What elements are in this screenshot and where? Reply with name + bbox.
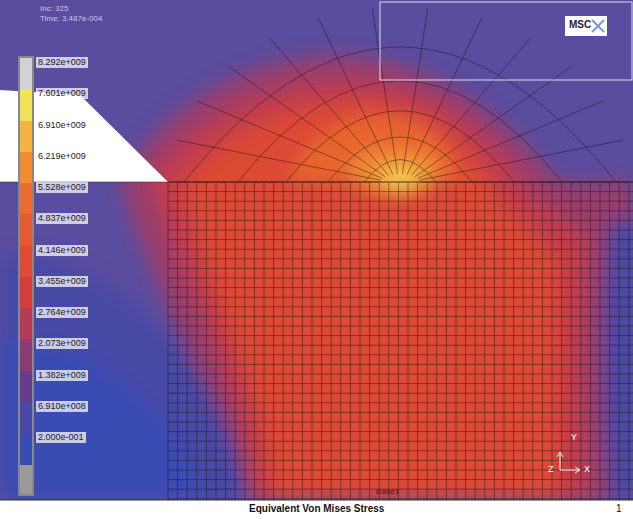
plot-label: Z bbox=[548, 464, 554, 474]
mesh-line bbox=[168, 297, 633, 298]
mesh-line bbox=[177, 140, 381, 180]
legend-value: 4.837e+009 bbox=[36, 213, 88, 224]
mesh-line bbox=[318, 18, 392, 174]
mesh-line bbox=[269, 38, 388, 175]
mesh-line bbox=[168, 422, 633, 423]
mesh-line bbox=[168, 393, 633, 394]
legend-value: 1.382e+009 bbox=[36, 370, 88, 381]
mesh-line bbox=[170, 182, 380, 183]
legend-value: 4.146e+009 bbox=[36, 245, 88, 256]
legend-swatch bbox=[20, 58, 32, 90]
legend-value: 6.910e+009 bbox=[36, 120, 88, 131]
legend-value: 7.601e+009 bbox=[36, 88, 88, 99]
mesh-line bbox=[168, 306, 633, 307]
mesh-line bbox=[238, 81, 562, 182]
mesh-line bbox=[168, 374, 633, 375]
plot-label: Inc: 325 bbox=[40, 4, 68, 13]
mesh-line bbox=[168, 220, 633, 221]
mesh-line bbox=[411, 38, 530, 175]
legend-swatch bbox=[20, 152, 32, 184]
plot-label: Time: 3.487e-004 bbox=[40, 14, 102, 23]
legend-swatch bbox=[20, 277, 32, 309]
mesh-line bbox=[168, 383, 633, 384]
mesh-line bbox=[168, 479, 633, 480]
mesh-line bbox=[168, 402, 633, 403]
mesh-line bbox=[168, 335, 633, 336]
legend-value: 2.000e-001 bbox=[36, 432, 86, 443]
legend-swatch bbox=[20, 402, 32, 434]
mesh-line bbox=[419, 140, 623, 180]
mesh-line bbox=[168, 345, 633, 346]
legend-value: 2.073e+009 bbox=[36, 338, 88, 349]
plot-label: 1 bbox=[616, 503, 622, 514]
mesh-line bbox=[168, 326, 633, 327]
legend-swatch bbox=[20, 89, 32, 121]
legend-swatch bbox=[20, 308, 32, 340]
legend-value: 8.292e+009 bbox=[36, 57, 88, 68]
plot-label: lcase1 bbox=[376, 487, 399, 496]
plot-label: Y bbox=[571, 432, 577, 442]
mesh-line bbox=[0, 182, 633, 183]
mesh-line bbox=[407, 18, 481, 174]
mesh-line bbox=[168, 201, 633, 202]
mesh-line bbox=[168, 412, 633, 413]
mesh-line bbox=[168, 230, 633, 231]
mesh-line bbox=[168, 268, 633, 269]
plot-label: Equivalent Von Mises Stress bbox=[249, 503, 384, 514]
mesh-line bbox=[372, 8, 397, 174]
mesh-line bbox=[168, 450, 633, 451]
mesh-line bbox=[168, 364, 633, 365]
legend-swatch bbox=[20, 214, 32, 246]
mesh-line bbox=[420, 182, 630, 183]
mesh-line bbox=[196, 101, 382, 179]
mesh-line bbox=[168, 258, 633, 259]
legend-swatch bbox=[20, 339, 32, 371]
mesh-line bbox=[168, 278, 633, 279]
mesh-line bbox=[168, 431, 633, 432]
mesh-line bbox=[168, 460, 633, 461]
mesh-line bbox=[168, 239, 633, 240]
mesh-line bbox=[364, 160, 436, 183]
mesh-line bbox=[168, 191, 633, 192]
legend-value: 2.764e+009 bbox=[36, 307, 88, 318]
mesh-line bbox=[168, 316, 633, 317]
mesh-line bbox=[228, 66, 385, 177]
legend-swatch bbox=[20, 433, 32, 465]
mesh-line bbox=[168, 354, 633, 355]
mesh-line bbox=[168, 498, 633, 499]
legend-value: 6.910e+008 bbox=[36, 401, 88, 412]
legend-swatch bbox=[20, 121, 32, 153]
legend-value: 3.455e+009 bbox=[36, 276, 88, 287]
mesh-line bbox=[168, 441, 633, 442]
legend-swatch bbox=[20, 371, 32, 403]
mesh-line bbox=[415, 66, 572, 177]
mesh-line bbox=[402, 8, 427, 174]
legend-swatch bbox=[20, 246, 32, 278]
legend-swatch bbox=[20, 183, 32, 215]
legend-value: 5.528e+009 bbox=[36, 182, 88, 193]
mesh-line bbox=[168, 210, 633, 211]
mesh-line bbox=[168, 249, 633, 250]
plot-label: X bbox=[584, 464, 590, 474]
mesh-line bbox=[184, 47, 616, 182]
mesh-line bbox=[168, 489, 633, 490]
mesh-line bbox=[168, 287, 633, 288]
mesh-line bbox=[286, 111, 514, 182]
plot-label: MSC bbox=[569, 19, 591, 30]
mesh-line bbox=[328, 137, 472, 182]
mesh-line bbox=[418, 101, 604, 179]
legend-value: 6.219e+009 bbox=[36, 151, 88, 162]
